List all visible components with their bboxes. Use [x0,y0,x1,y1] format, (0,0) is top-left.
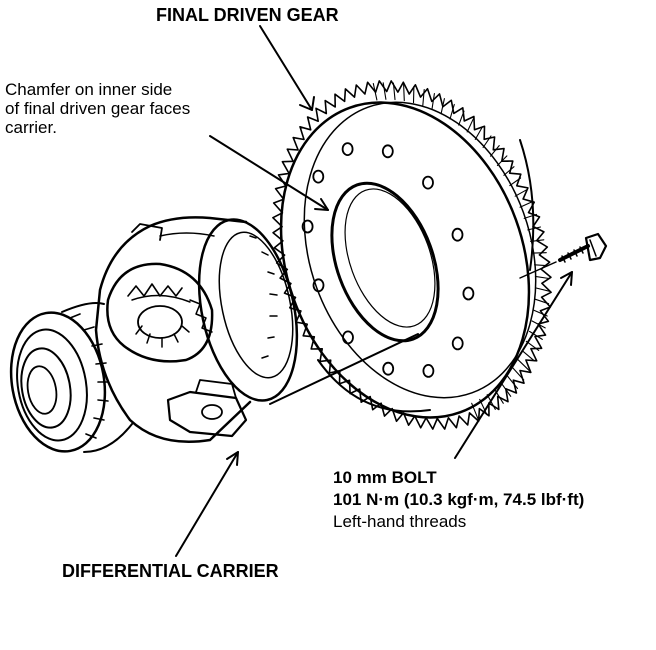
gear-tooth [534,264,549,267]
gear-tooth [500,382,512,397]
bolt-hole [462,286,475,301]
gear-tooth [521,350,535,362]
gear-tooth [403,83,405,102]
chamfer-note-line-3: carrier. [5,118,57,137]
gear-tooth [422,89,425,107]
chamfer-note-line-2: of final driven gear faces [5,99,191,118]
gear-tooth-ring [272,80,552,430]
leader-lines [175,25,573,557]
gear-tooth [503,166,515,176]
bolt-hole [301,219,314,234]
bolt-hole [422,175,434,190]
gear-tooth [489,145,500,157]
gear-tooth [449,103,455,120]
gear-tooth [506,375,519,390]
bolt-hole [312,169,325,184]
bolt-hole [451,227,464,242]
chamfer-note: Chamfer on inner side of final driven ge… [5,80,265,137]
chamfer-note-line-1: Chamfer on inner side [5,80,173,99]
gear-tooth [458,110,465,126]
differential-carrier-label: DIFFERENTIAL CARRIER [62,561,279,581]
gear-tooth [534,275,550,280]
gear-tooth [440,98,445,115]
gear-tooth [482,135,492,149]
bolt-hole [312,278,325,293]
bolt-hole [381,144,394,159]
gear-teeth [272,80,552,430]
final-driven-gear-label: FINAL DRIVEN GEAR [156,5,339,25]
bolt-hole [341,142,354,157]
differential-carrier [9,216,299,453]
bolt-hole [382,361,395,376]
gear-tooth [514,189,528,197]
gear-tooth [512,367,525,381]
gear-tooth [474,126,483,140]
gear-tooth [528,330,543,340]
bolt-holes [301,142,475,378]
gear-tooth [382,82,387,100]
bolt-thread-note: Left-hand threads [333,512,467,531]
bolt-hole [451,336,464,351]
bolt [558,232,608,263]
gear-tooth [392,82,396,101]
gear-tooth [372,82,378,101]
gear-tooth [535,287,550,292]
gear-tooth [466,118,474,133]
bolt-spec: 10 mm BOLT 101 N·m (10.3 kgf·m, 74.5 lbf… [333,467,584,533]
bolt-hole [342,330,354,345]
bolt-hole [422,363,435,378]
gear-tooth [431,93,435,110]
gear-tooth [519,201,533,208]
gear-tooth [496,155,508,167]
gear-tooth [523,213,538,219]
gear-bore [330,181,440,343]
bolt-torque-label: 101 N·m (10.3 kgf·m, 74.5 lbf·ft) [333,490,585,509]
bolt-size-label: 10 mm BOLT [333,468,437,487]
gear-tooth [534,298,550,305]
gear-tooth [517,359,531,372]
